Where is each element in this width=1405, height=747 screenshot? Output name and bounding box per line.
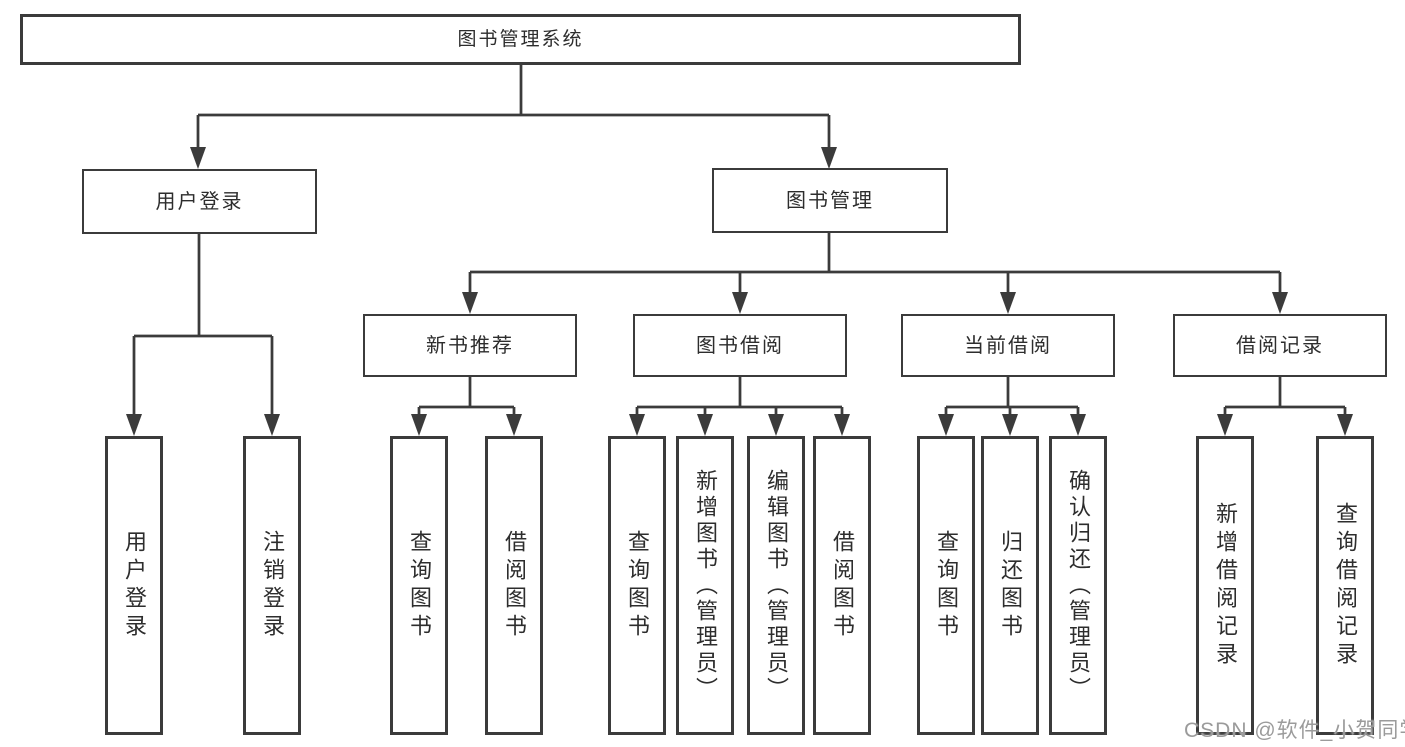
leaf-label: 归还图书 bbox=[998, 529, 1023, 642]
node-book-borrowing: 图书借阅 bbox=[633, 314, 847, 377]
leaf-newrec-query-book: 查询图书 bbox=[390, 436, 448, 735]
node-current-borrowing: 当前借阅 bbox=[901, 314, 1115, 377]
leaf-label: 用户登录 bbox=[122, 529, 147, 642]
watermark-text: CSDN @软件_小贺同学 bbox=[1184, 719, 1405, 742]
node-root: 图书管理系统 bbox=[20, 14, 1021, 65]
leaf-current-query-book: 查询图书 bbox=[917, 436, 975, 735]
node-label: 图书借阅 bbox=[696, 334, 784, 357]
leaf-label: 查询图书 bbox=[934, 529, 959, 642]
leaf-label: 编辑图书（管理员） bbox=[764, 468, 789, 703]
node-root-label: 图书管理系统 bbox=[457, 29, 584, 50]
leaf-current-confirm-return-admin: 确认归还（管理员） bbox=[1049, 436, 1107, 735]
leaf-label: 查询图书 bbox=[407, 529, 432, 642]
leaf-records-add-record: 新增借阅记录 bbox=[1196, 436, 1254, 735]
leaf-logout: 注销登录 bbox=[243, 436, 301, 735]
leaf-label: 新增图书（管理员） bbox=[693, 468, 718, 703]
node-label: 新书推荐 bbox=[426, 334, 514, 357]
leaf-newrec-borrow-book: 借阅图书 bbox=[485, 436, 543, 735]
leaf-borrowing-edit-book-admin: 编辑图书（管理员） bbox=[747, 436, 805, 735]
connector-root bbox=[190, 65, 837, 169]
node-book-management: 图书管理 bbox=[712, 168, 948, 233]
leaf-borrowing-query-book: 查询图书 bbox=[608, 436, 666, 735]
node-label: 当前借阅 bbox=[964, 334, 1052, 357]
leaf-user-login: 用户登录 bbox=[105, 436, 163, 735]
connector-current-borrowing bbox=[938, 377, 1086, 436]
node-user-login: 用户登录 bbox=[82, 169, 317, 234]
leaf-borrowing-add-book-admin: 新增图书（管理员） bbox=[676, 436, 734, 735]
leaf-label: 借阅图书 bbox=[830, 529, 855, 642]
leaf-records-query-record: 查询借阅记录 bbox=[1316, 436, 1374, 735]
connector-new-book-recommendation bbox=[411, 377, 522, 436]
leaf-current-return-book: 归还图书 bbox=[981, 436, 1039, 735]
node-label: 图书管理 bbox=[786, 189, 874, 212]
connector-book-borrowing bbox=[629, 377, 850, 436]
leaf-label: 确认归还（管理员） bbox=[1066, 468, 1091, 703]
leaf-borrowing-borrow-book: 借阅图书 bbox=[813, 436, 871, 735]
connector-book-management bbox=[462, 232, 1288, 314]
connector-user-login bbox=[126, 234, 280, 436]
leaf-label: 注销登录 bbox=[260, 529, 285, 642]
leaf-label: 查询图书 bbox=[625, 529, 650, 642]
node-label: 借阅记录 bbox=[1236, 334, 1324, 357]
leaf-label: 新增借阅记录 bbox=[1213, 501, 1238, 670]
leaf-label: 查询借阅记录 bbox=[1333, 501, 1358, 670]
node-label: 用户登录 bbox=[155, 190, 244, 213]
connector-borrowing-records bbox=[1217, 377, 1353, 436]
node-borrowing-records: 借阅记录 bbox=[1173, 314, 1387, 377]
node-new-book-recommendation: 新书推荐 bbox=[363, 314, 577, 377]
leaf-label: 借阅图书 bbox=[502, 529, 527, 642]
